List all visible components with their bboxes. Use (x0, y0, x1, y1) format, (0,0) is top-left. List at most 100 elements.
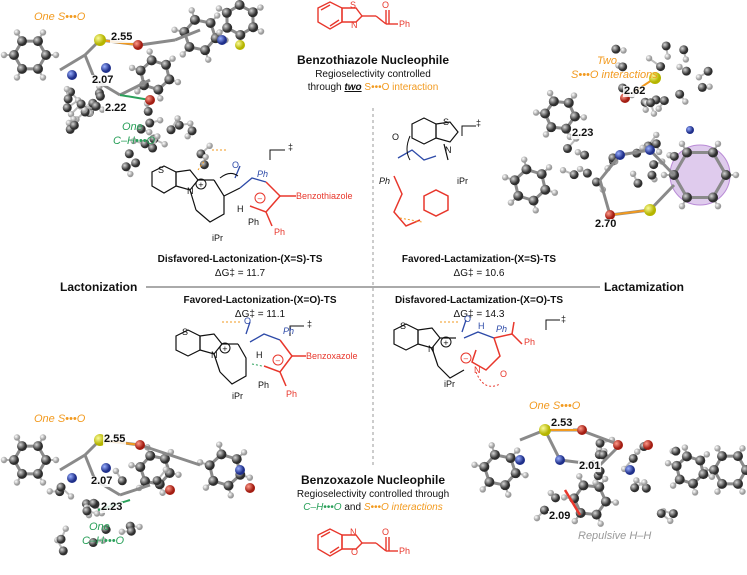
atom-C (148, 143, 158, 153)
atom-N (101, 63, 111, 73)
atom-C (208, 475, 219, 486)
atom-S (539, 424, 551, 436)
atom-O (605, 210, 615, 220)
atom-N (555, 455, 565, 465)
atom-H (206, 142, 213, 150)
atom-H (156, 117, 164, 124)
atom-H (545, 164, 553, 171)
tl-struct-h: H (237, 204, 244, 214)
bl-struct-ph3: Ph (286, 389, 298, 399)
atom-C (33, 468, 43, 479)
tl-struct-n: N (187, 186, 194, 196)
struct-n-atom: N (351, 20, 358, 30)
benzoxazole-title: Benzoxazole Nucleophile (300, 473, 446, 487)
tr-struct-ipr: iPr (457, 176, 468, 186)
atom-C (135, 65, 146, 76)
atom-O (245, 483, 255, 493)
atom-N (515, 455, 525, 465)
bl-struct-label: Benzoxazole (306, 351, 358, 361)
atom-O (133, 40, 143, 50)
atom-C (569, 170, 579, 180)
atom-H (169, 55, 176, 62)
atom-C (580, 150, 590, 160)
bottom-right-distance-1: 2.53 (550, 417, 574, 429)
atom-H (118, 528, 126, 535)
br-struct-ph2: Ph (524, 337, 536, 347)
tl-struct-label: Benzothiazole (296, 191, 353, 201)
atom-C (17, 63, 27, 74)
atom-H (532, 109, 540, 116)
atom-C (641, 483, 651, 493)
atom-H (257, 28, 265, 35)
atom-C (595, 438, 605, 448)
tl-struct-ipr: iPr (212, 233, 223, 243)
atom-C (479, 461, 490, 472)
atom-H (171, 26, 178, 34)
tl-struct-ph2: Ph (248, 217, 260, 227)
svg-text:+: + (198, 181, 204, 189)
atom-C (708, 147, 718, 158)
atom-C (611, 44, 621, 54)
svg-text:−: − (257, 195, 263, 203)
tl-struct-ph3: Ph (274, 227, 286, 237)
atom-C (656, 508, 666, 518)
atom-C (247, 7, 258, 18)
atom-C (62, 103, 72, 113)
atom-C (733, 451, 743, 462)
atom-H (162, 466, 170, 473)
bottom-left-dg: ΔG‡ = 11.1 (234, 309, 286, 320)
bc-struct-o-ring: O (351, 547, 359, 557)
br-ddagger: ‡ (561, 314, 567, 324)
top-left-distance-3: 2.22 (104, 102, 128, 114)
atom-C (600, 496, 611, 507)
bottom-left-distance-1: 2.55 (103, 433, 127, 445)
atom-H (521, 156, 528, 163)
atom-H (179, 51, 186, 58)
atom-H (39, 74, 47, 81)
bottom-right-ts-name: Disfavored-Lactamization-(X=O)-TS (394, 295, 564, 306)
lactonization-label: Lactonization (60, 280, 138, 294)
atom-H (13, 29, 21, 36)
svg-text:+: + (222, 345, 228, 353)
atom-H (202, 153, 209, 161)
atom-C (500, 480, 511, 491)
top-right-distance-2: 2.23 (571, 127, 595, 139)
atom-C (17, 36, 27, 47)
atom-C (205, 18, 216, 29)
atom-C (101, 524, 111, 534)
tl-struct-s: S (158, 165, 165, 175)
atom-H (93, 510, 101, 517)
atom-H (13, 479, 21, 486)
atom-C (682, 192, 692, 203)
atom-C (671, 460, 682, 471)
atom-N (686, 126, 694, 134)
atom-H (184, 133, 191, 140)
atom-C (234, 0, 245, 11)
top-left-distance-2: 2.07 (91, 74, 115, 86)
atom-C (688, 478, 699, 489)
atom-C (159, 453, 170, 464)
atom-C (651, 139, 661, 149)
atom-C (248, 22, 259, 33)
atom-C (221, 7, 232, 18)
bottom-left-interaction-ch-1: One (89, 521, 110, 533)
atom-H (592, 479, 599, 486)
br-struct-ph1: Ph (496, 324, 508, 334)
atom-C (551, 493, 561, 503)
atom-N (101, 463, 111, 473)
atom-H (576, 165, 584, 173)
br-struct-o: O (500, 369, 508, 379)
atom-H (560, 494, 568, 501)
atom-C (591, 177, 601, 187)
atom-C (76, 99, 86, 109)
atom-C (698, 469, 709, 480)
atom-C (235, 29, 246, 40)
atom-C (41, 455, 51, 465)
atom-C (675, 89, 685, 99)
atom-H (655, 148, 663, 156)
atom-C (681, 451, 692, 462)
